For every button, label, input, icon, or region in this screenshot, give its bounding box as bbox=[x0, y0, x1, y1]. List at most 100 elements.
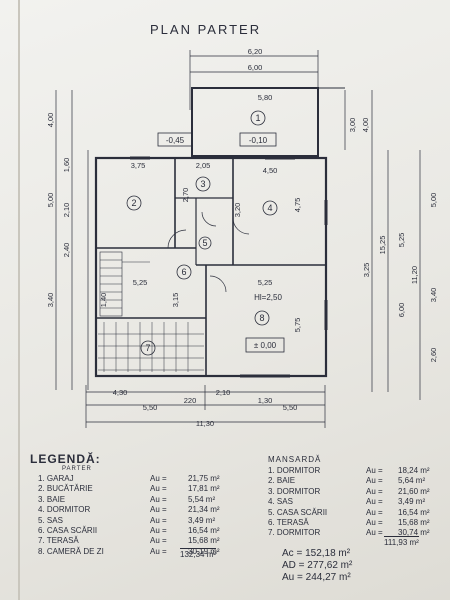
dim-s3: 220 bbox=[184, 396, 197, 405]
room-marker-5 bbox=[198, 236, 212, 250]
dim-s7: 2,70 bbox=[181, 188, 190, 203]
mansarda-row: 2. BAIE Au = 5,64 m² bbox=[268, 476, 425, 486]
room-label-5: 5 bbox=[202, 238, 207, 248]
parter-au-label: Au = bbox=[150, 505, 167, 515]
summary-row: Au = 244,27 m² bbox=[282, 572, 351, 583]
mansarda-au-label: Au = bbox=[366, 476, 383, 486]
door-swing-bath bbox=[201, 211, 217, 227]
dim-r3-w: 2,05 bbox=[196, 161, 211, 170]
mansarda-au-label: Au = bbox=[366, 486, 383, 496]
dim-s6: 1,40 bbox=[99, 293, 108, 308]
room-marker-6 bbox=[176, 264, 192, 280]
mansarda-area-value: 21,60 m² bbox=[398, 486, 430, 496]
parter-au-label: Au = bbox=[150, 494, 167, 504]
level-garage: -0,45 bbox=[166, 136, 185, 145]
room-label-8: 8 bbox=[259, 313, 264, 323]
level-box-entry bbox=[239, 132, 277, 147]
mansarda-row: 3. DORMITOR Au = 21,60 m² bbox=[268, 486, 430, 496]
parter-area-value: 21,75 m² bbox=[188, 474, 220, 483]
room-label-1: 1 bbox=[255, 113, 260, 123]
dim-left1: 4,00 bbox=[46, 113, 55, 128]
level-box-garage bbox=[157, 132, 193, 147]
staircase bbox=[99, 251, 150, 317]
dim-total: 11,30 bbox=[196, 419, 214, 428]
parter-au-label: Au = bbox=[150, 526, 167, 535]
parter-area-value: 17,81 m² bbox=[188, 484, 220, 494]
dim-r8-h: 5,75 bbox=[293, 318, 302, 333]
parter-area-value: 30,19 m² bbox=[188, 546, 220, 556]
dim-s14: 4,00 bbox=[361, 118, 370, 133]
room-label-2: 2 bbox=[131, 198, 136, 208]
dim-s17: 5,25 bbox=[397, 233, 406, 248]
dim-r4-w: 4,50 bbox=[263, 166, 278, 175]
mansarda-au-label: Au = bbox=[366, 497, 383, 507]
plan-title: PLAN PARTER bbox=[150, 22, 262, 37]
dim-right2: 11,20 bbox=[410, 266, 419, 284]
parter-total: 132,34 m² bbox=[180, 548, 217, 559]
mansarda-au-label: Au = bbox=[366, 518, 383, 527]
room-marker-3 bbox=[195, 176, 211, 192]
parter-room-name: 6. CASA SCĂRII bbox=[38, 526, 98, 535]
dim-s18: 6,00 bbox=[397, 303, 406, 318]
dim-left3: 3,40 bbox=[46, 293, 55, 308]
dim-s11: 3,40 bbox=[429, 288, 438, 303]
parter-au-label: Au = bbox=[150, 474, 167, 483]
room-marker-4 bbox=[262, 200, 278, 216]
dim-r2-w: 3,75 bbox=[131, 161, 146, 170]
mansarda-room-name: 2. BAIE bbox=[268, 476, 296, 486]
level-entry: -0,10 bbox=[249, 136, 268, 145]
parter-room-name: 7. TERASĂ bbox=[38, 536, 79, 546]
parter-room-name: 4. DORMITOR bbox=[38, 505, 91, 515]
dim-s4: 1,30 bbox=[258, 396, 273, 405]
room-label-7: 7 bbox=[145, 343, 150, 353]
dim-r6-h: 3,15 bbox=[171, 293, 180, 308]
mansarda-room-name: 7. DORMITOR bbox=[268, 528, 321, 538]
parter-room-name: 3. BAIE bbox=[38, 494, 66, 504]
mansarda-room-name: 3. DORMITOR bbox=[268, 486, 321, 496]
room-marker-7 bbox=[140, 340, 156, 356]
door-swing-living bbox=[209, 275, 227, 293]
dim-r4-h: 4,75 bbox=[293, 198, 302, 213]
dim-garage-inner: 5,80 bbox=[258, 93, 273, 102]
room-label-6: 6 bbox=[181, 267, 186, 277]
dim-bot4: 5,50 bbox=[283, 403, 298, 412]
parter-au-label: Au = bbox=[150, 536, 167, 546]
level-box-living bbox=[245, 337, 285, 353]
mansarda-area-value: 18,24 m² bbox=[398, 466, 430, 475]
parter-au-label: Au = bbox=[150, 484, 167, 494]
dim-s16: 2,10 bbox=[62, 203, 71, 218]
mansarda-room-name: 5. CASA SCĂRII bbox=[268, 507, 328, 517]
paper-fold bbox=[18, 0, 20, 600]
dim-s10: 5,00 bbox=[429, 193, 438, 208]
mansarda-area-value: 3,49 m² bbox=[398, 497, 426, 507]
parter-au-label: Au = bbox=[150, 546, 167, 556]
dim-left2: 5,00 bbox=[46, 193, 55, 208]
parter-row: 1. GARAJ Au = 21,75 m² bbox=[38, 474, 220, 483]
dim-bot2: 2,10 bbox=[216, 388, 231, 397]
dim-r3-h: 3,20 bbox=[233, 203, 242, 218]
parter-room-name: 5. SAS bbox=[38, 515, 63, 525]
parter-area-value: 21,34 m² bbox=[188, 505, 220, 515]
room-label-4: 4 bbox=[267, 203, 272, 213]
garage-walls bbox=[191, 87, 319, 157]
dim-top1: 6,20 bbox=[248, 47, 263, 56]
mansarda-area-value: 5,64 m² bbox=[398, 476, 426, 486]
parter-room-name: 1. GARAJ bbox=[38, 474, 74, 483]
dim-s8: 2,40 bbox=[62, 243, 71, 258]
dim-stair-w: 5,25 bbox=[133, 278, 148, 287]
room-marker-2 bbox=[126, 195, 142, 211]
dim-bot3: 5,50 bbox=[143, 403, 158, 412]
dim-s12: 2,60 bbox=[429, 348, 438, 363]
mansarda-area-value: 30,74 m² bbox=[398, 528, 430, 538]
